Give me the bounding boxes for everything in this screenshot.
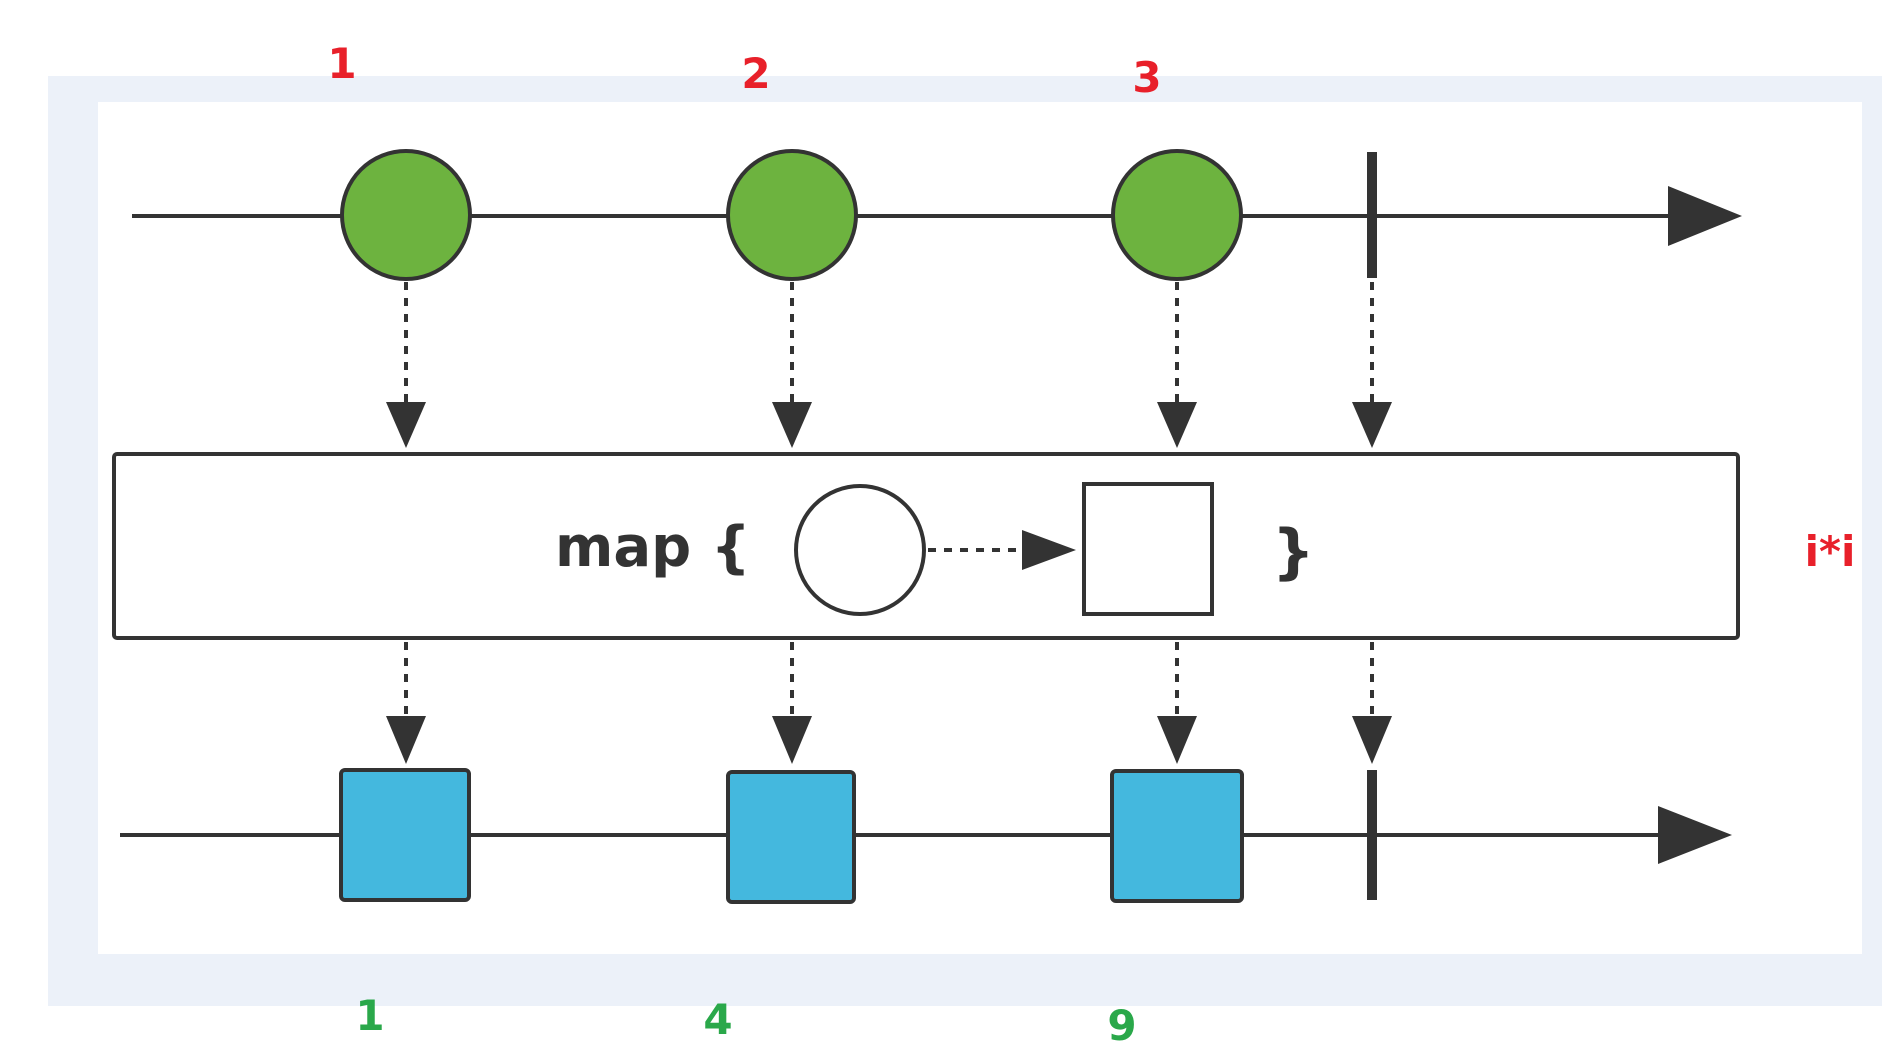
input-marble-3 bbox=[1111, 149, 1243, 281]
transform-annotation: i*i bbox=[1805, 527, 1856, 576]
output-marble-1 bbox=[339, 768, 471, 902]
output-marble-3 bbox=[1110, 769, 1244, 903]
input-timeline-arrowhead bbox=[1668, 186, 1742, 246]
output-arrowheads bbox=[386, 716, 1392, 764]
operator-input-circle-icon bbox=[794, 484, 926, 616]
input-to-operator-arrows bbox=[404, 282, 1374, 410]
output-label-2: 4 bbox=[703, 995, 732, 1044]
input-label-3: 3 bbox=[1132, 53, 1161, 102]
output-label-3: 9 bbox=[1107, 1001, 1136, 1048]
input-label-2: 2 bbox=[741, 49, 770, 98]
operator-to-output-arrows bbox=[404, 642, 1374, 720]
operator-close-brace: } bbox=[1272, 517, 1315, 587]
operator-label: map { bbox=[555, 515, 751, 580]
input-marble-2 bbox=[726, 149, 858, 281]
input-arrowheads bbox=[386, 402, 1392, 448]
operator-output-square-icon bbox=[1082, 482, 1214, 616]
input-marble-1 bbox=[340, 149, 472, 281]
output-label-1: 1 bbox=[355, 991, 384, 1040]
operator-transform-arrowhead bbox=[1022, 530, 1076, 570]
output-marble-2 bbox=[726, 770, 856, 904]
operator-box bbox=[112, 452, 1740, 640]
input-label-1: 1 bbox=[327, 39, 356, 88]
output-timeline-arrowhead bbox=[1658, 806, 1732, 864]
